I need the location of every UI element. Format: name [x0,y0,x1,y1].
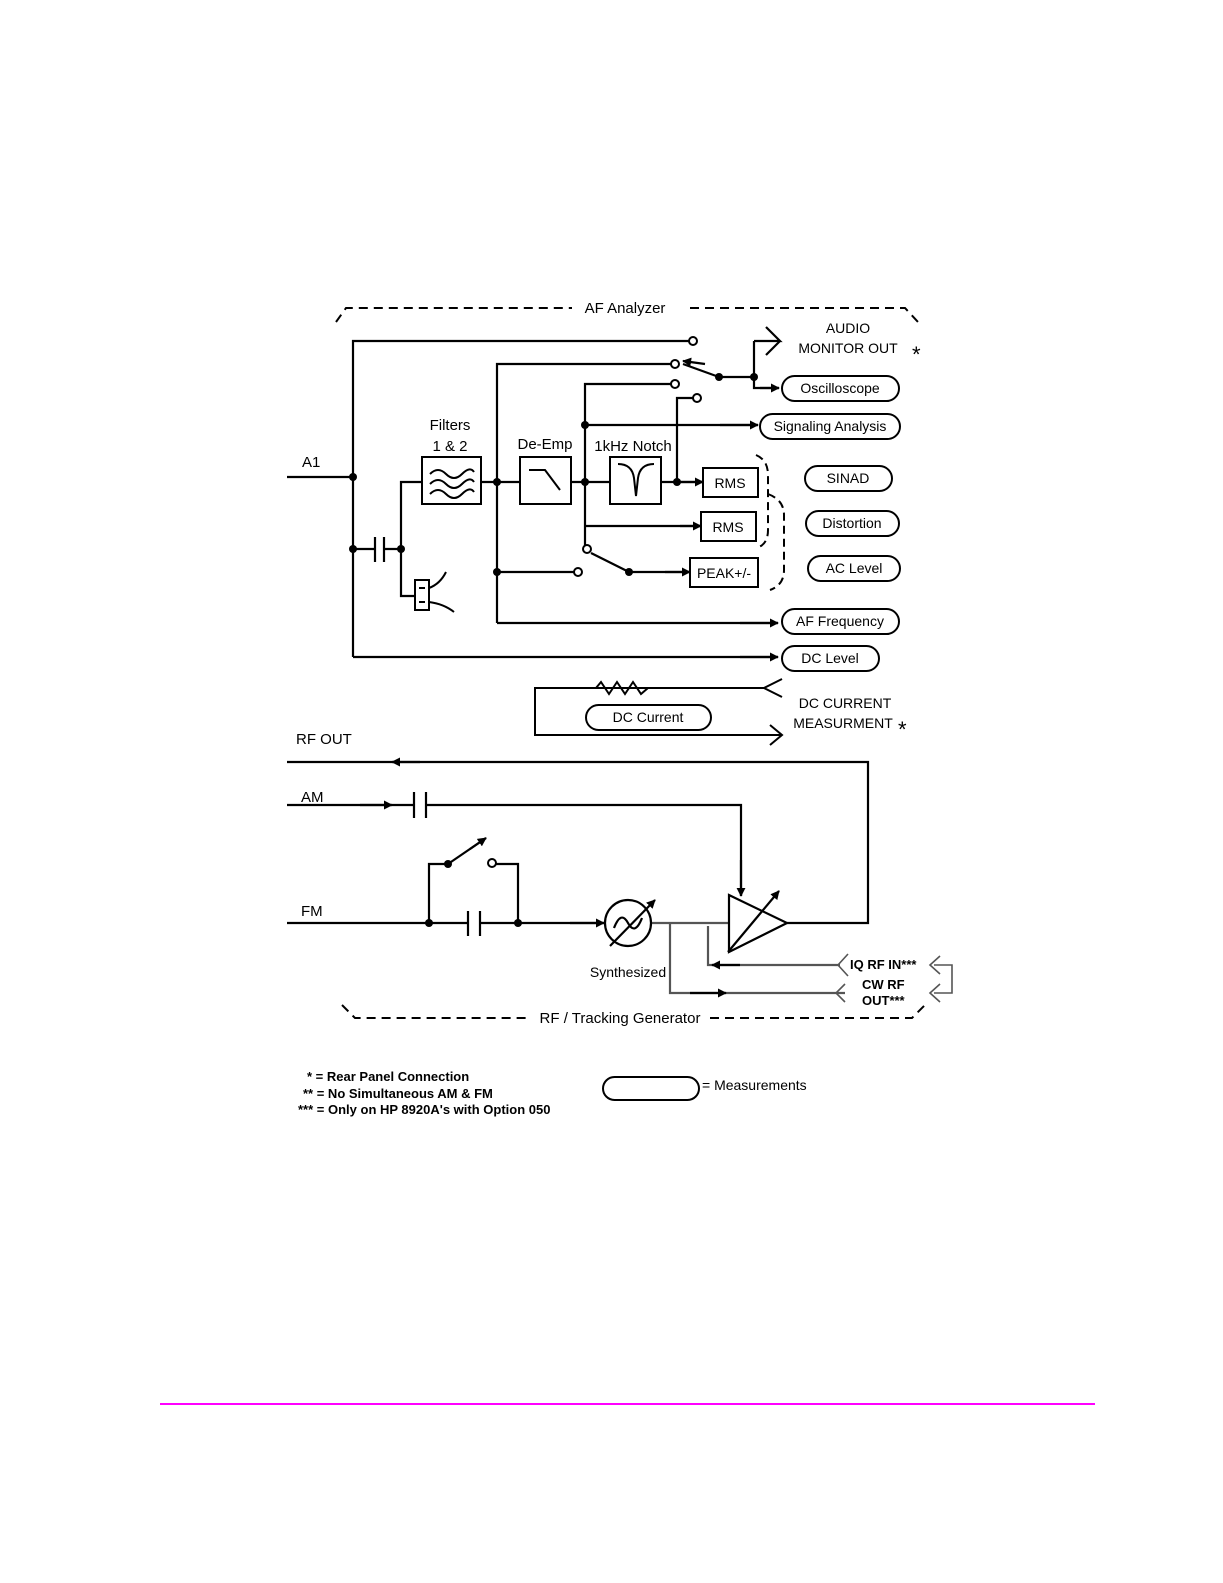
rf-arrows [360,757,746,998]
af-arrows [665,357,780,662]
measurement-dc-level: DC Level [801,650,859,666]
af-switch-contacts [573,336,702,577]
af-analyzer-bracket [335,307,919,323]
rf-generator-label: RF / Tracking Generator [540,1010,701,1027]
am-label: AM [301,789,324,806]
legend-measurements-label: = Measurements [702,1077,807,1093]
measurement-distortion: Distortion [822,515,881,531]
peak-label: PEAK+/- [697,565,751,581]
rms-block-1 [702,467,759,498]
peak-block [689,557,759,588]
legend-note-3: *** = Only on HP 8920A's with Option 050 [298,1102,550,1117]
dc-current-meas-line1: DC CURRENT [799,695,892,711]
input-a1-label: A1 [302,454,320,471]
rms-block-2 [700,511,757,542]
dc-current-meas-asterisk: * [898,717,907,742]
rf-junction-dots [425,860,522,927]
de-emp-block [519,456,572,505]
af-analyzer-label: AF Analyzer [585,300,666,317]
rf-generator-bracket [341,1004,926,1019]
measurement-ac-level: AC Level [826,560,883,576]
rms-label-2: RMS [712,519,743,535]
measurement-signaling-analysis: Signaling Analysis [774,418,887,434]
fm-label: FM [301,903,323,920]
legend-measurement-oval [602,1076,700,1101]
amplifier-icon [727,890,790,954]
speaker-icon [414,571,455,613]
legend-note-2: ** = No Simultaneous AM & FM [303,1086,493,1101]
page-footer-rule [160,1403,1095,1405]
legend-note-1: * = Rear Panel Connection [307,1069,469,1084]
audio-monitor-label-line1: AUDIO [826,320,870,336]
measurement-af-frequency: AF Frequency [796,613,884,629]
iq-rf-in-label: IQ RF IN*** [850,957,917,972]
rf-out-label: RF OUT [296,731,352,748]
audio-monitor-asterisk: * [912,342,921,367]
rms-label-1: RMS [714,475,745,491]
de-emp-label: De-Emp [517,436,572,453]
iq-cw-connectors [834,953,953,1003]
filters-block [421,456,482,505]
dc-current-meas-line2: MEASURMENT [793,715,893,731]
af-junction-dots [349,373,758,576]
audio-monitor-label-line2: MONITOR OUT [798,340,898,356]
measurement-ovals [585,375,901,731]
notch-label: 1kHz Notch [594,438,672,455]
synthesized-label: Synthesized [590,964,666,980]
measurement-dc-current: DC Current [613,709,684,725]
rf-wiring [287,760,870,995]
measurement-sinad: SINAD [827,470,870,486]
detector-group-brackets [755,454,785,591]
measurement-oscilloscope: Oscilloscope [800,380,880,396]
cw-rf-out-line2: OUT*** [862,993,906,1008]
filters-label-line1: Filters [430,417,471,434]
synthesizer-icon [603,898,656,948]
fm-switch-contact [487,858,497,868]
filters-label-line2: 1 & 2 [432,438,467,455]
cw-rf-out-line1: CW RF [862,977,905,992]
notch-block [609,456,662,505]
dc-current-loop [534,678,784,746]
